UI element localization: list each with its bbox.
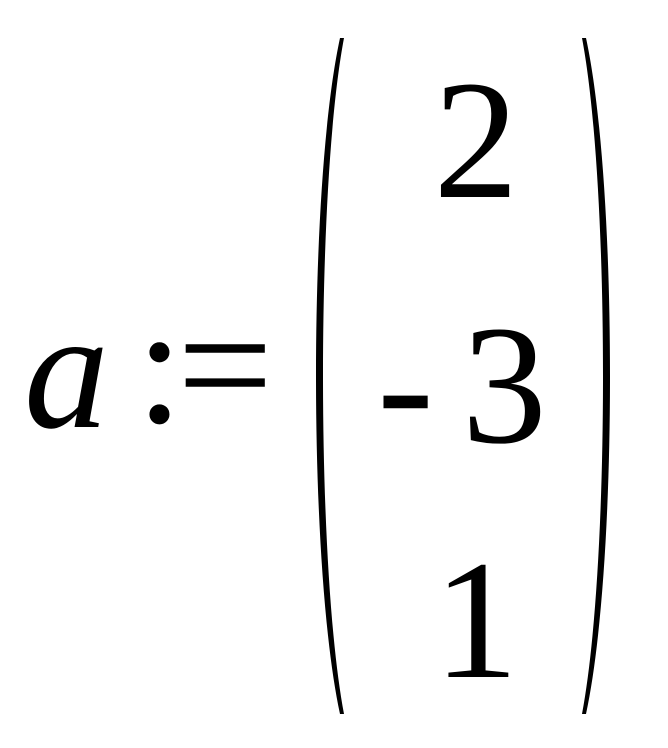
vector-entry-1: 2 — [332, 55, 592, 225]
vector-entry-3: 1 — [332, 535, 592, 705]
right-parenthesis — [582, 38, 610, 714]
variable-name: a — [24, 276, 109, 464]
assignment-operator: := — [136, 271, 273, 459]
vector-entry-2-sign: - — [377, 291, 434, 479]
vector-entry-2-value: 3 — [461, 291, 547, 479]
vector-entry-2: -3 — [332, 300, 592, 470]
vector-entry-3-value: 1 — [433, 526, 519, 714]
left-parenthesis — [316, 38, 344, 714]
vector-entry-1-value: 2 — [433, 46, 519, 234]
